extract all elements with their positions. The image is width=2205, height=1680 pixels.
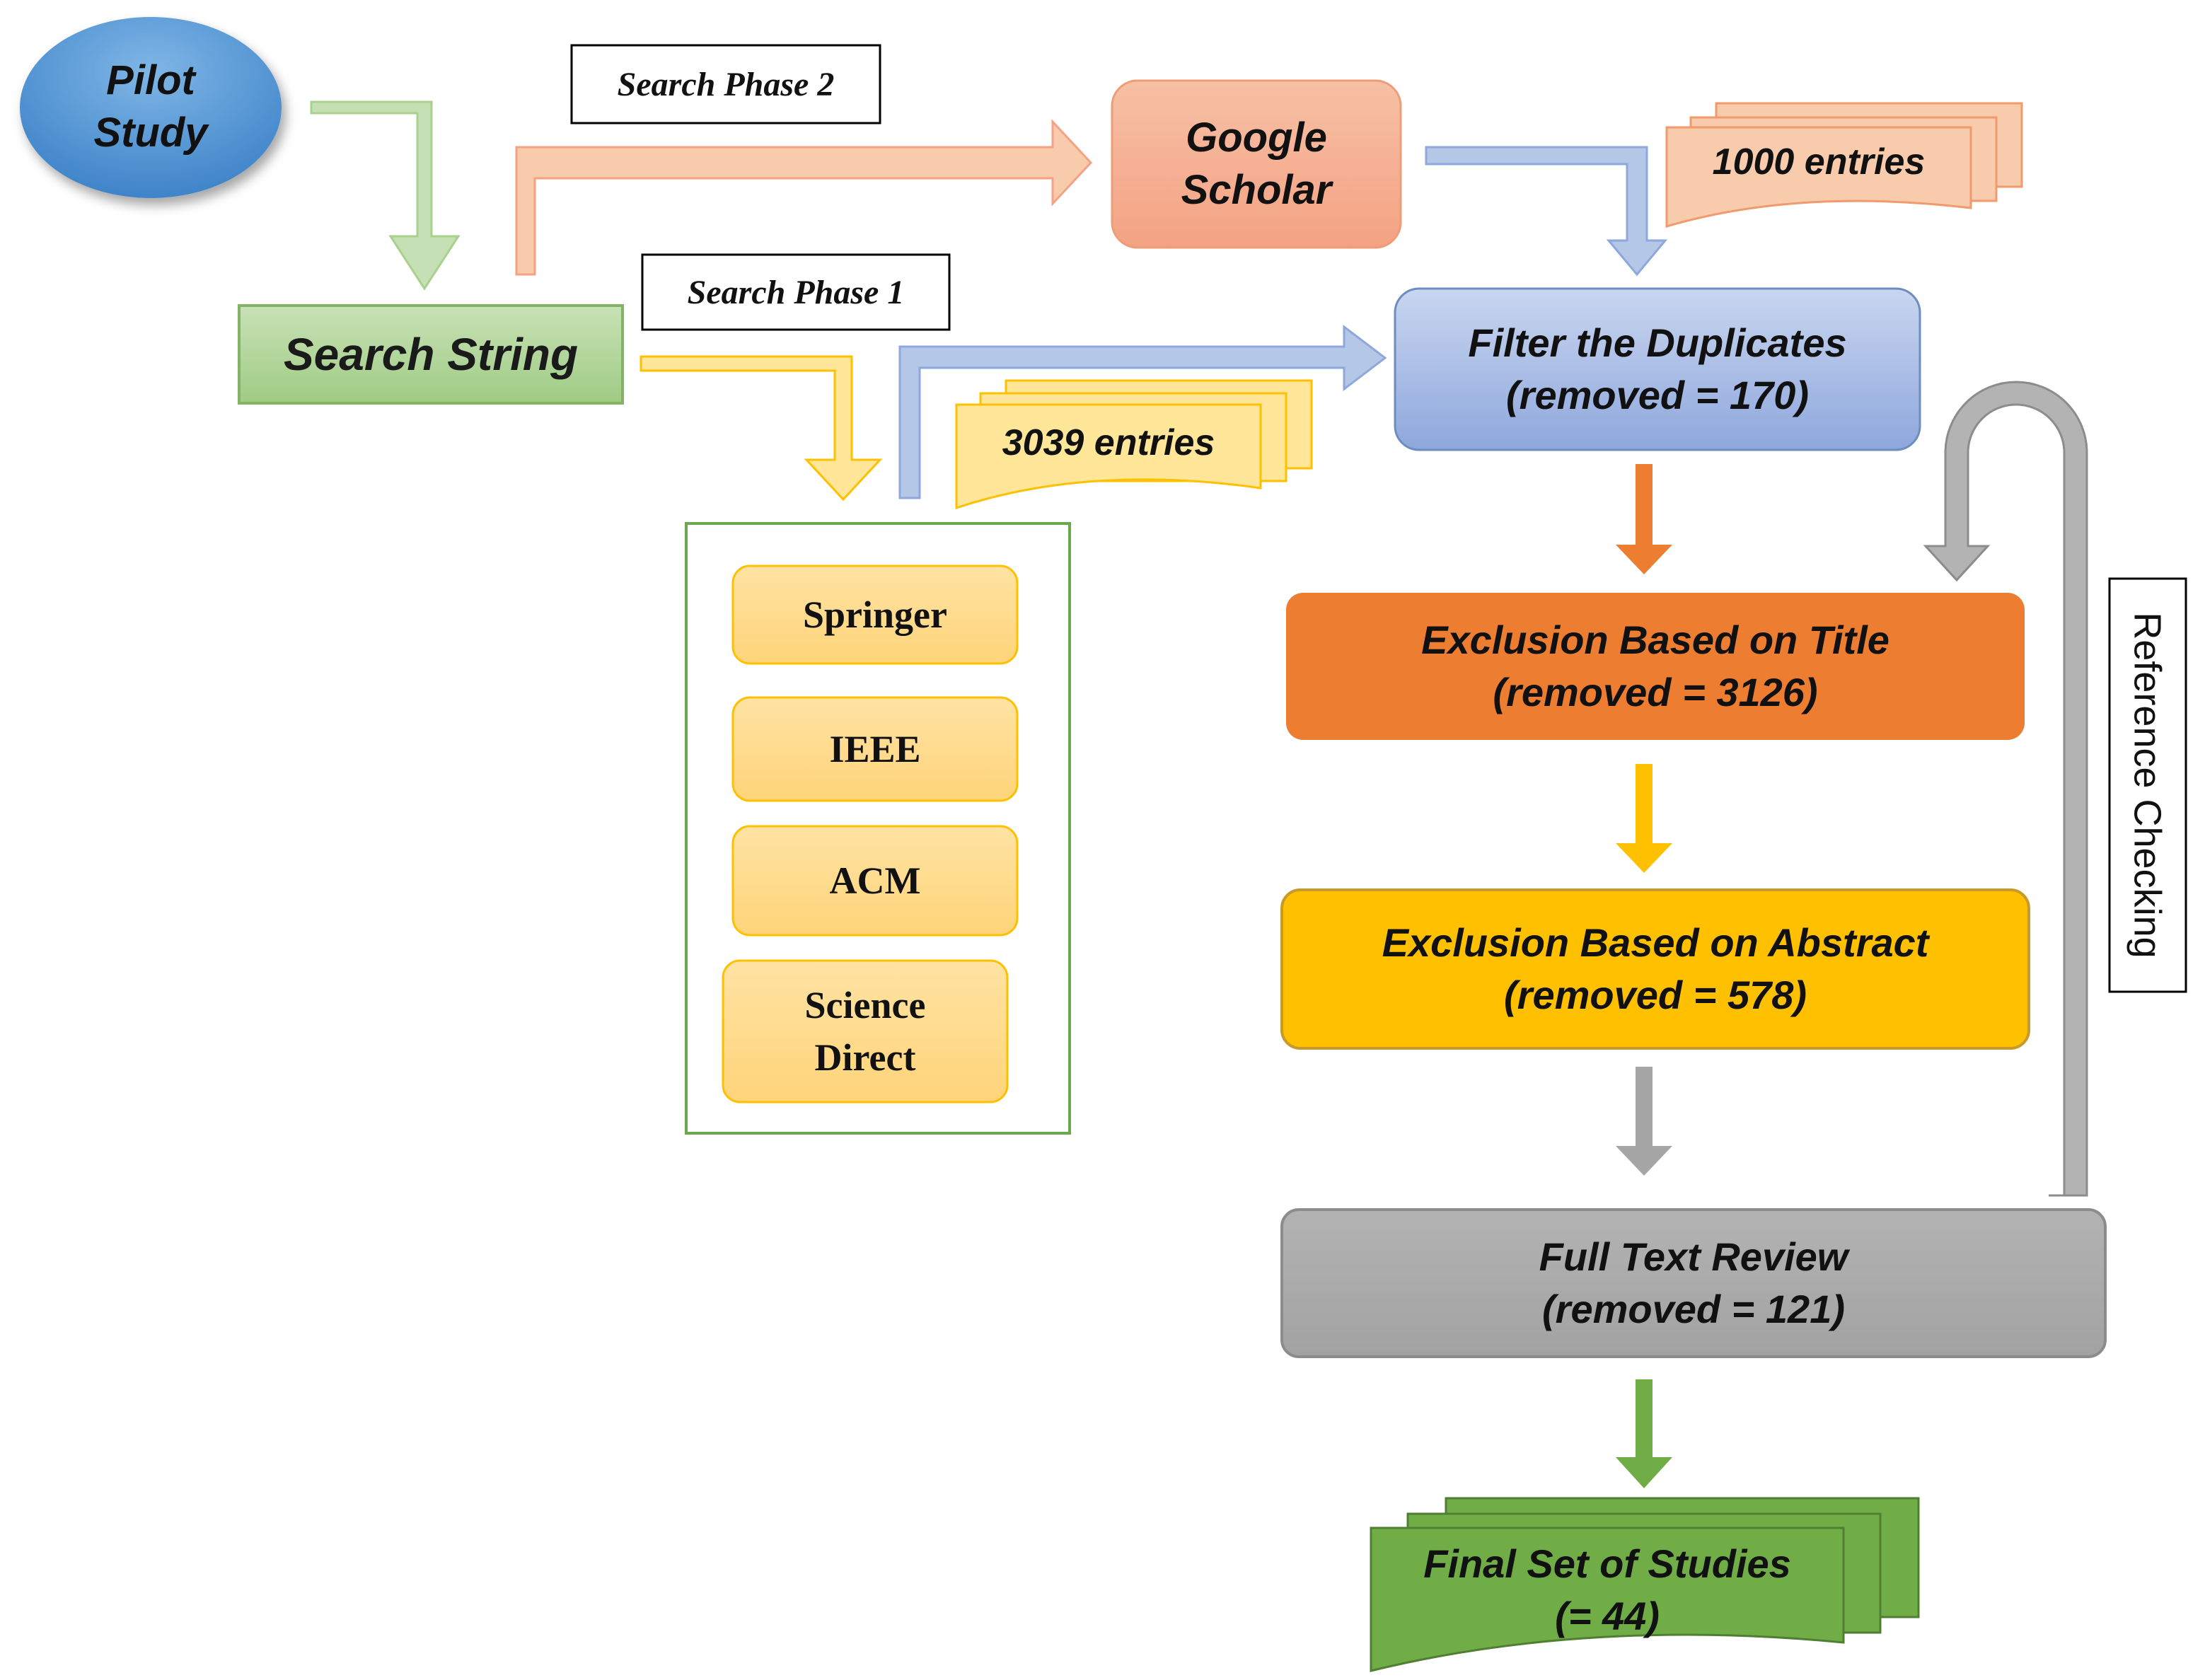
final-set-line-2: (= 44) xyxy=(1555,1594,1660,1638)
reference-checking-text: Reference Checking xyxy=(2126,612,2169,958)
acm-text: ACM xyxy=(829,859,921,902)
full-text-review-label: Full Text Review (removed = 121) xyxy=(1282,1210,2105,1357)
arrow-search-string-to-databases xyxy=(639,355,883,502)
search-string-text: Search String xyxy=(283,329,579,380)
pilot-study-node xyxy=(20,17,282,198)
ieee-label: IEEE xyxy=(733,697,1017,801)
final-set-label: Final Set of Studies (= 44) xyxy=(1371,1534,1844,1647)
arrow-filter-to-title xyxy=(1616,464,1672,574)
exclusion-abstract-node xyxy=(1280,888,2030,1050)
reference-checking-box xyxy=(2108,577,2187,993)
search-string-node xyxy=(238,304,624,405)
science-direct-node xyxy=(722,959,1009,1103)
search-string-label: Search String xyxy=(239,306,623,403)
science-direct-line-1: Science xyxy=(804,984,926,1026)
pilot-study-line-2: Study xyxy=(93,110,208,156)
final-set-documents xyxy=(1370,1497,1920,1672)
google-scholar-node xyxy=(1111,79,1402,249)
science-direct-line-2: Direct xyxy=(814,1036,916,1079)
arrow-databases-to-filter xyxy=(898,324,1387,499)
springer-label: Springer xyxy=(733,566,1017,664)
google-scholar-label: Google Scholar xyxy=(1112,81,1401,248)
search-phase-1-label: Search Phase 1 xyxy=(642,255,949,330)
exclusion-abstract-line-1: Exclusion Based on Abstract xyxy=(1382,920,1929,965)
search-phase-2-text: Search Phase 2 xyxy=(617,65,835,103)
springer-node xyxy=(731,564,1019,665)
arrow-pilot-to-search-string xyxy=(310,100,461,291)
search-phase-1-box xyxy=(641,253,951,331)
arrow-search-string-to-google-scholar xyxy=(515,119,1093,276)
filter-duplicates-line-2: (removed = 170) xyxy=(1506,373,1809,417)
google-scholar-line-2: Scholar xyxy=(1181,167,1332,213)
full-text-review-line-1: Full Text Review xyxy=(1539,1234,1848,1279)
exclusion-title-node xyxy=(1286,593,2025,740)
ieee-text: IEEE xyxy=(829,728,921,770)
exclusion-title-label: Exclusion Based on Title (removed = 3126… xyxy=(1286,593,2025,740)
pilot-study-label: Pilot Study xyxy=(64,54,238,160)
springer-text: Springer xyxy=(802,593,947,636)
arrow-fulltext-to-final xyxy=(1616,1379,1672,1488)
filter-duplicates-node xyxy=(1394,287,1921,451)
arrow-abstract-to-fulltext xyxy=(1616,1067,1672,1176)
exclusion-title-line-2: (removed = 3126) xyxy=(1493,670,1818,714)
search-phase-2-label: Search Phase 2 xyxy=(572,45,880,123)
exclusion-abstract-line-2: (removed = 578) xyxy=(1504,973,1807,1017)
exclusion-abstract-label: Exclusion Based on Abstract (removed = 5… xyxy=(1282,890,2029,1048)
google-entries-text: 1000 entries xyxy=(1712,141,1926,183)
database-entries-documents xyxy=(955,379,1313,510)
filter-duplicates-line-1: Filter the Duplicates xyxy=(1468,320,1847,365)
exclusion-title-line-1: Exclusion Based on Title xyxy=(1421,618,1889,662)
full-text-review-node xyxy=(1280,1208,2107,1358)
acm-node xyxy=(731,825,1019,937)
arrow-title-to-abstract xyxy=(1616,764,1672,873)
filter-duplicates-label: Filter the Duplicates (removed = 170) xyxy=(1395,289,1920,450)
final-set-line-1: Final Set of Studies xyxy=(1423,1541,1791,1586)
full-text-review-line-2: (removed = 121) xyxy=(1542,1287,1845,1331)
google-entries-documents xyxy=(1665,102,2023,228)
arrow-google-scholar-to-filter xyxy=(1425,146,1668,277)
search-phase-1-text: Search Phase 1 xyxy=(687,273,905,311)
science-direct-label: Science Direct xyxy=(723,961,1007,1102)
reference-checking-loop-arrow xyxy=(1923,381,2088,1197)
pilot-study-line-1: Pilot xyxy=(106,57,195,103)
google-scholar-line-1: Google xyxy=(1186,115,1327,161)
ieee-node xyxy=(731,696,1019,802)
reference-checking-label: Reference Checking xyxy=(2109,579,2186,992)
database-entries-text: 3039 entries xyxy=(1002,422,1215,463)
google-entries-label: 1000 entries xyxy=(1667,130,1971,194)
acm-label: ACM xyxy=(733,826,1017,935)
search-phase-2-box xyxy=(570,44,881,124)
database-entries-label: 3039 entries xyxy=(956,410,1261,475)
